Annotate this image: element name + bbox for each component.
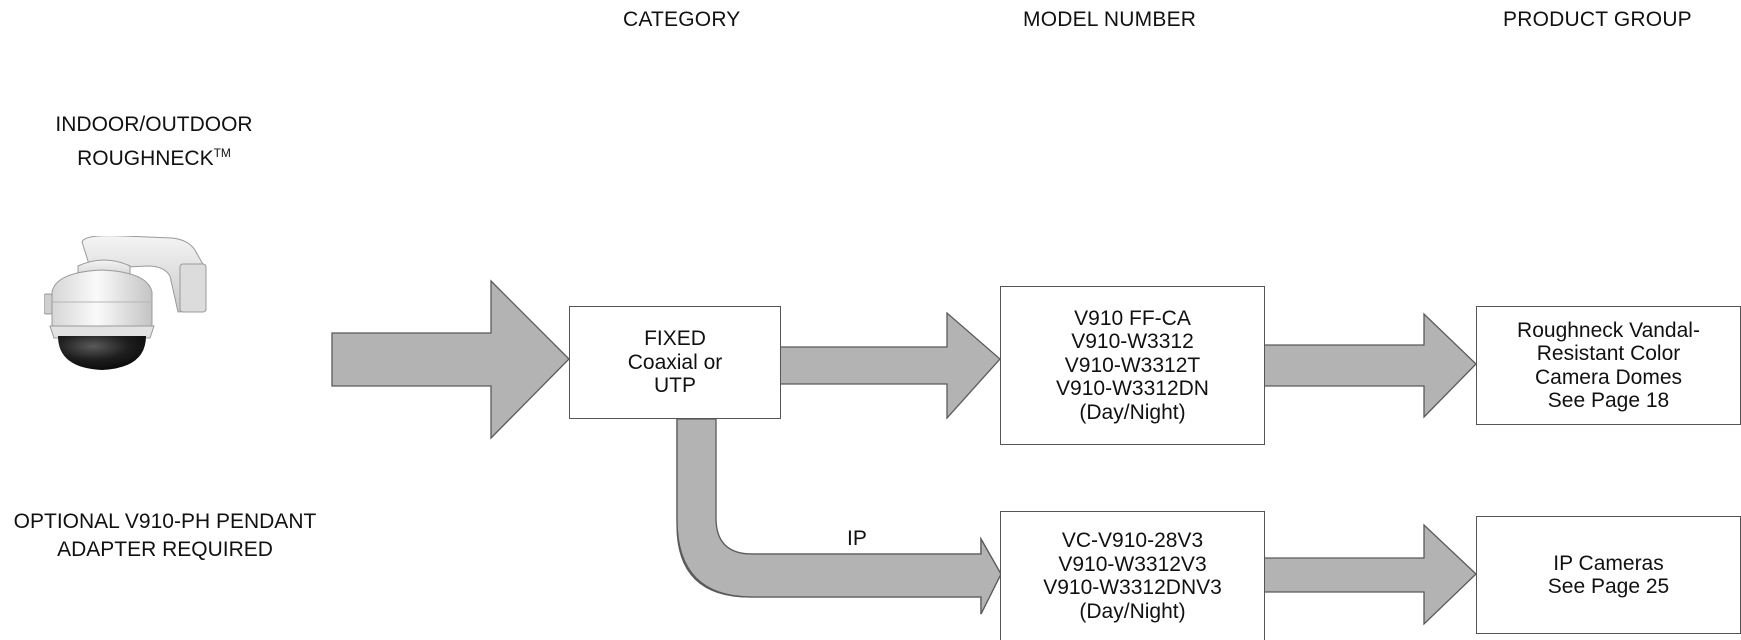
product-group-box-ip: IP Cameras See Page 25: [1476, 516, 1741, 634]
model-number: VC-V910-28V3: [1061, 529, 1204, 552]
adapter-note: OPTIONAL V910-PH PENDANT ADAPTER REQUIRE…: [0, 508, 330, 564]
category-line: FIXED: [644, 327, 706, 351]
model-number: V910-W3312DNV3: [1043, 576, 1222, 599]
ip-path-label: IP: [847, 527, 867, 550]
product-group-line: Camera Domes: [1534, 365, 1683, 389]
model-box-fixed: V910 FF-CA V910-W3312 V910-W3312T V910-W…: [1000, 286, 1265, 445]
model-number: V910-W3312T: [1064, 353, 1201, 377]
product-title: INDOOR/OUTDOOR ROUGHNECKTM: [24, 111, 284, 173]
product-group-line: IP Cameras: [1553, 551, 1664, 575]
adapter-note-line1: OPTIONAL V910-PH PENDANT: [13, 510, 317, 533]
category-box: FIXED Coaxial or UTP: [569, 306, 781, 419]
product-group-line: Roughneck Vandal-: [1517, 318, 1700, 342]
trademark-mark: TM: [213, 146, 231, 160]
product-title-line2: ROUGHNECKTM: [77, 146, 231, 170]
header-product-group: PRODUCT GROUP: [1503, 8, 1692, 31]
header-category: CATEGORY: [623, 8, 741, 31]
category-line: UTP: [654, 374, 696, 398]
model-number: V910-W3312V3: [1058, 552, 1207, 576]
header-model-number: MODEL NUMBER: [1023, 8, 1197, 31]
dome-camera-image: [44, 236, 207, 370]
model-number: (Day/Night): [1079, 400, 1186, 424]
model-box-ip: VC-V910-28V3 V910-W3312V3 V910-W3312DNV3…: [1000, 511, 1265, 640]
arrow-category-to-fixed-models: [779, 311, 1001, 420]
arrow-ip-models-to-product-group: [1263, 523, 1477, 626]
adapter-note-line2: ADAPTER REQUIRED: [57, 538, 273, 561]
product-group-line: See Page 18: [1547, 389, 1670, 412]
model-number: V910-W3312: [1071, 330, 1194, 354]
model-number: V910 FF-CA: [1074, 306, 1191, 330]
product-title-line1: INDOOR/OUTDOOR: [55, 113, 253, 136]
product-group-line: See Page 25: [1547, 575, 1670, 598]
product-group-box-fixed: Roughneck Vandal- Resistant Color Camera…: [1476, 306, 1741, 425]
arrow-fixed-models-to-product-group: [1263, 312, 1477, 419]
model-number: V910-W3312DN: [1056, 377, 1209, 401]
product-group-line: Resistant Color: [1536, 342, 1681, 365]
arrow-camera-to-category: [331, 279, 570, 440]
model-number: (Day/Night): [1079, 599, 1186, 623]
category-line: Coaxial or: [627, 350, 723, 374]
